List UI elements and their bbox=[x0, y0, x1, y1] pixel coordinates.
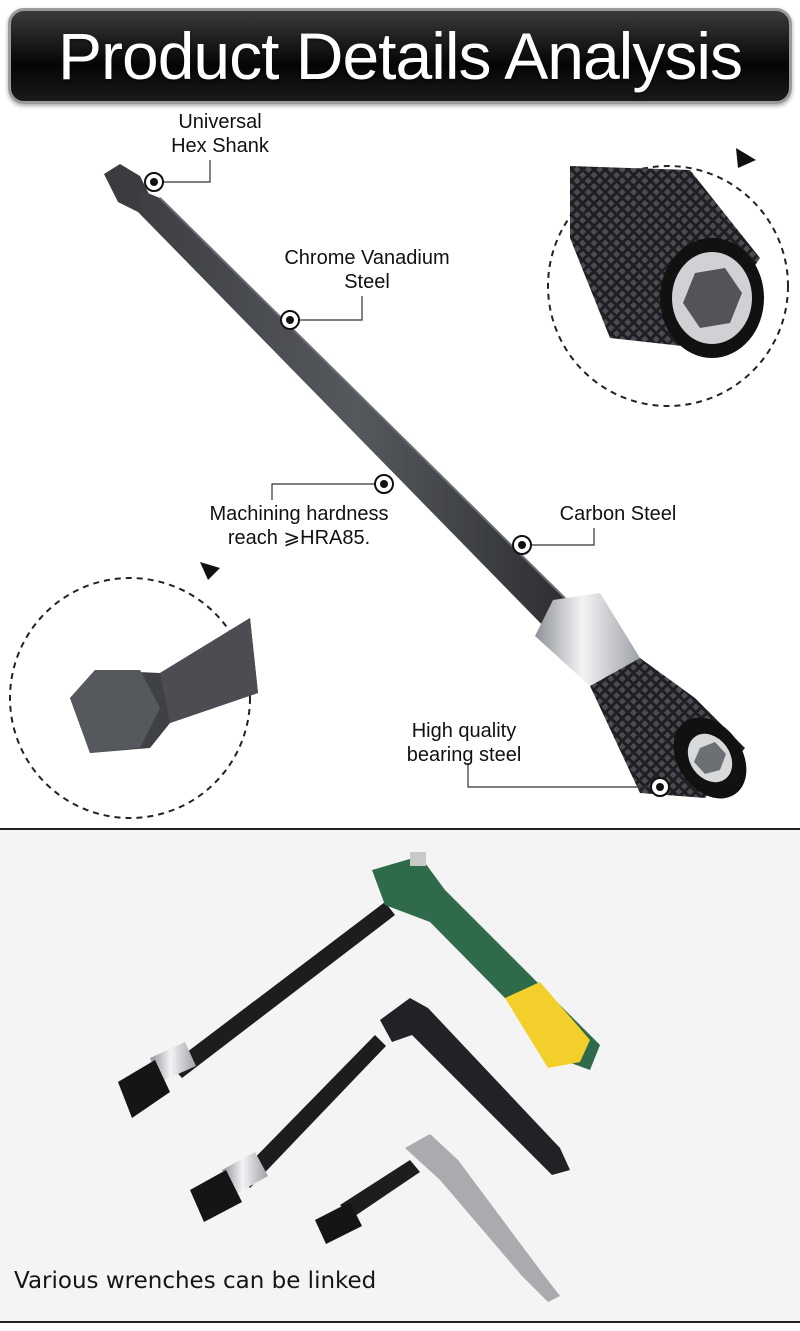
callout-hardness: Machining hardness reach ⩾HRA85. bbox=[209, 503, 389, 549]
silver-collar bbox=[535, 593, 640, 686]
callout-bearing-steel: High quality bearing steel bbox=[406, 720, 522, 766]
callout-carbon-steel: Carbon Steel bbox=[559, 503, 677, 525]
chrome-ratchet-with-adapter bbox=[315, 1134, 560, 1302]
wrench-illustration bbox=[118, 852, 600, 1302]
wrench-photo-panel: Various wrenches can be linked bbox=[0, 830, 800, 1331]
hex-shank-detail-circle bbox=[9, 562, 258, 819]
callout-chrome-vanadium: Chrome Vanadium Steel bbox=[284, 247, 450, 293]
callout-hex-shank: Universal Hex Shank bbox=[171, 111, 269, 157]
product-illustration bbox=[9, 148, 789, 819]
knurled-chuck bbox=[590, 658, 747, 799]
product-detail-panel: Universal Hex Shank Chrome Vanadium Stee… bbox=[0, 108, 800, 828]
chuck-detail-circle bbox=[547, 148, 789, 407]
section-divider bbox=[0, 828, 800, 830]
title-banner: Product Details Analysis bbox=[8, 8, 792, 104]
caption: Various wrenches can be linked bbox=[14, 1268, 377, 1294]
page-title: Product Details Analysis bbox=[58, 19, 743, 93]
callout-dots bbox=[144, 172, 670, 797]
bottom-border bbox=[0, 1321, 800, 1331]
ratchet-wrench-with-extension bbox=[118, 852, 600, 1118]
l-handle-wrench-with-extension bbox=[190, 998, 570, 1222]
leader-lines bbox=[154, 160, 660, 788]
bit-holder-shaft bbox=[104, 164, 581, 638]
